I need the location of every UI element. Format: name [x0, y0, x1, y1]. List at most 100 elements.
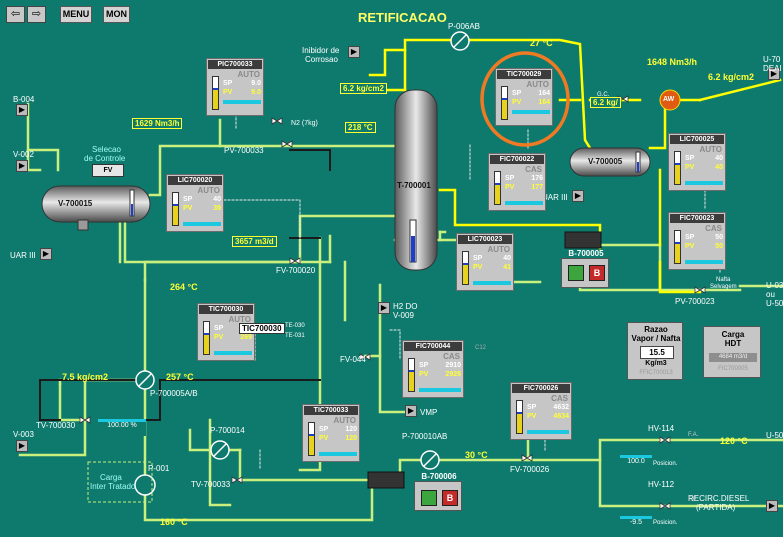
stream-u03-label: U-03: [766, 281, 783, 290]
stream-u50-label: U-50: [766, 431, 783, 440]
carga-hdt-title-a: Carga: [721, 330, 745, 339]
controller-gauge: [172, 192, 179, 226]
razao-title-a: Razao: [644, 325, 668, 334]
press-62-top-value: 6.2 kg/cm2: [340, 83, 387, 94]
uar2-button[interactable]: ▶: [572, 190, 584, 202]
page-title: RETIFICACAO: [358, 10, 447, 25]
controller-tag: PIC700033: [208, 60, 262, 69]
carga-hdt-panel[interactable]: Carga HDT 4684 m3/d FIC700005: [703, 326, 761, 378]
b700006-start-button[interactable]: [421, 490, 437, 506]
pv-label: PV: [223, 89, 233, 96]
selecao-select[interactable]: FV: [92, 164, 124, 177]
controller-gauge: [203, 321, 210, 355]
fa-label: F.A.: [688, 432, 699, 438]
vessel-v700005: [569, 147, 651, 177]
hv114-label: HV-114: [648, 424, 675, 433]
stream-v002-button[interactable]: ▶: [16, 160, 28, 172]
column-t700001-label: T-700001: [397, 181, 431, 190]
menu-button[interactable]: MENU: [60, 6, 92, 23]
b700006-stop-button[interactable]: B: [442, 490, 458, 506]
n2-label: N2 (7kg): [291, 120, 318, 127]
tic700030-tooltip: TIC700030: [239, 323, 285, 334]
controller-gauge: [494, 171, 501, 205]
valve-tv700033-icon: [231, 476, 243, 484]
press-75-value: 7.5 kg/cm2: [62, 372, 109, 382]
temp-218-value: 218 °C: [345, 122, 376, 133]
mon-button[interactable]: MON: [103, 6, 130, 23]
stream-or-label: ou: [766, 290, 775, 299]
sp-value: 120: [345, 426, 357, 433]
sp-label: SP: [505, 175, 515, 182]
hv112-position-label: Posicion.: [653, 520, 678, 526]
b700005-label: B-700005: [568, 249, 604, 258]
controller-tag: FIC700026: [512, 384, 570, 393]
sp-value: 4632: [553, 404, 569, 411]
pv-value: 164: [538, 99, 550, 106]
inibidor-label-a: Inibidor de: [302, 46, 340, 55]
controller-tag: FIC700022: [490, 155, 544, 164]
carga-label-b: Inter Tratado: [90, 482, 136, 491]
controller-mode: CAS: [551, 394, 568, 403]
pv-value: 177: [531, 184, 543, 191]
temp-160-value: 160 °C: [160, 517, 188, 527]
controller-mode: AUTO: [237, 70, 260, 79]
signal-lines: [199, 109, 721, 471]
razao-panel[interactable]: Razao Vapor / Nafta 15.5 Kg/m3 FFIC70001…: [627, 322, 683, 380]
b700005-start-button[interactable]: [568, 265, 584, 281]
temp-30-value: 30 °C: [465, 450, 488, 460]
pv-value: 269: [240, 334, 252, 341]
b700005-stop-button[interactable]: B: [589, 265, 605, 281]
press-62-mid-value: 6.2 kg/: [590, 97, 621, 108]
pv700033-label: PV-700033: [224, 146, 264, 155]
flow-1648-value: 1648 Nm3/h: [647, 57, 698, 67]
razao-tag: FFIC700013: [639, 370, 673, 376]
controller-mode: AUTO: [487, 245, 510, 254]
h2do-button[interactable]: ▶: [378, 302, 390, 314]
valve-fv700020-icon: [289, 257, 301, 265]
controller-mode: CAS: [443, 352, 460, 361]
stream-u70-label: U-70: [763, 55, 781, 64]
pump-p006ab-label: P-006AB: [448, 22, 481, 31]
stream-v003-button[interactable]: ▶: [16, 440, 28, 452]
pv-label: PV: [512, 99, 522, 106]
recirc-button[interactable]: ▶: [766, 500, 778, 512]
sp-value: 164: [538, 90, 550, 97]
controller-mode: CAS: [525, 165, 542, 174]
pv-value: 41: [503, 264, 511, 271]
valve-hv112-icon: [659, 502, 671, 510]
sp-value: 176: [531, 175, 543, 182]
fv044-label: FV-044: [340, 355, 366, 364]
controller-mode: AUTO: [333, 416, 356, 425]
inibidor-button[interactable]: ▶: [348, 46, 360, 58]
exchanger-p700005ab-label: P-700005A/B: [150, 389, 198, 398]
controller-mode: AUTO: [526, 80, 549, 89]
stream-b004-button[interactable]: ▶: [16, 104, 28, 116]
vmp-button[interactable]: ▶: [405, 405, 417, 417]
uar-button[interactable]: ▶: [40, 248, 52, 260]
aw-label: AW: [663, 96, 675, 103]
pv-value: 40: [715, 164, 723, 171]
controller-tag: LIC700025: [670, 135, 724, 144]
stream-u70-button[interactable]: ▶: [768, 68, 780, 80]
back-button[interactable]: ⇦: [6, 6, 25, 23]
pump-p001-icon: [134, 474, 156, 496]
pv-label: PV: [183, 205, 193, 212]
nafta-label-a: Nafta: [716, 277, 731, 283]
controller-tag: LIC700023: [458, 235, 512, 244]
forward-button[interactable]: ⇨: [27, 6, 46, 23]
valve-pv700033-icon: [281, 140, 293, 148]
stream-v003-label: V-003: [13, 430, 34, 439]
panel-b700005: B-700005 B: [561, 249, 609, 288]
pv-label: PV: [527, 413, 537, 420]
